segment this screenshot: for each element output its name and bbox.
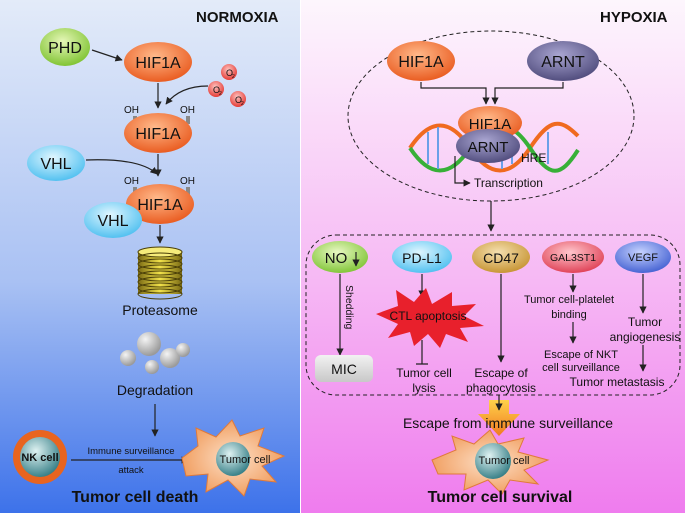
normoxia-title: NORMOXIA <box>196 9 279 26</box>
o2-sub: 2 <box>241 101 244 107</box>
hif1a-node-hypoxia <box>387 41 455 81</box>
proteasome-label: Proteasome <box>122 302 198 318</box>
oh-label-4: OH <box>180 176 195 187</box>
angiogenesis-line2: angiogenesis <box>610 330 681 344</box>
phd-arrow <box>91 49 123 62</box>
target-genes-box <box>305 234 681 396</box>
arnt-node-dna <box>456 129 520 163</box>
tumor-cell-label-hypoxia: Tumor cell <box>479 455 530 467</box>
transcription-arrow <box>454 156 471 187</box>
pdl1-label: PD-L1 <box>402 250 442 266</box>
hif1a-label-hypoxia: HIF1A <box>398 54 444 71</box>
pdl1-node <box>392 241 452 273</box>
o2-label: O <box>226 68 233 78</box>
arnt-to-complex-arrow <box>491 82 564 105</box>
oh-label-2: OH <box>180 105 195 116</box>
oxygen-molecule-2: O 2 <box>208 81 224 97</box>
escape-phagocytosis-line1: Escape of <box>474 366 528 380</box>
oxygen-molecule-1: O 2 <box>221 64 237 80</box>
vhl-node-1 <box>27 145 85 181</box>
ctl-inhibits-lysis <box>416 340 428 365</box>
cd47-label: CD47 <box>483 250 519 266</box>
nk-cell-icon <box>13 430 67 484</box>
degradation-label: Degradation <box>117 382 193 398</box>
mic-label: MIC <box>331 361 357 377</box>
hif1a-node-1 <box>124 42 192 82</box>
arnt-label-dna: ARNT <box>468 139 509 156</box>
o2-sub: 2 <box>219 91 222 97</box>
nk-cell-label: NK cell <box>21 452 58 464</box>
vhl-arrow <box>85 159 158 175</box>
hypoxia-title: HYPOXIA <box>600 9 668 26</box>
hif1a-to-complex-arrow <box>420 82 490 105</box>
tumor-cell-lysis-line2: lysis <box>412 381 435 395</box>
ctl-apoptosis-label: CTL apoptosis <box>390 309 467 323</box>
gal3st1-node <box>542 241 604 273</box>
tumor-cell-survival-label: Tumor cell survival <box>428 489 573 506</box>
oh-label-1: OH <box>124 105 139 116</box>
vegf-label: VEGF <box>628 252 658 264</box>
shedding-label: Shedding <box>343 285 355 330</box>
phd-label: PHD <box>48 40 82 57</box>
vegf-node <box>615 241 671 273</box>
phd-node <box>40 28 90 66</box>
o2-sub: 2 <box>232 74 235 80</box>
oh-label-3: OH <box>124 176 139 187</box>
vhl-label-2: VHL <box>97 213 128 230</box>
angiogenesis-line1: Tumor <box>628 315 662 329</box>
o2-label: O <box>235 95 242 105</box>
oh-stick-4 <box>186 187 190 195</box>
hre-label: HRE <box>521 151 546 165</box>
platelet-binding-line2: binding <box>551 309 586 321</box>
tumor-cell-label-normoxia: Tumor cell <box>220 454 271 466</box>
vhl-node-2 <box>84 202 142 238</box>
no-label: NO <box>325 250 348 267</box>
escape-immune-label: Escape from immune surveillance <box>403 415 613 431</box>
escape-phagocytosis-line2: phagocytosis <box>466 381 536 395</box>
tumor-nucleus-normoxia <box>216 442 250 476</box>
tumor-nucleus-hypoxia <box>475 443 511 479</box>
immune-attack-line1: Immune surveillance <box>87 446 174 457</box>
hif1a-node-2 <box>124 113 192 153</box>
hif1a-label-dna: HIF1A <box>469 116 512 133</box>
vhl-label-1: VHL <box>40 156 71 173</box>
escape-orange-arrow <box>478 400 520 436</box>
nucleus-boundary <box>347 30 635 202</box>
o2-label: O <box>213 85 220 95</box>
hif1a-node-3 <box>126 184 194 224</box>
arnt-node-hypoxia <box>527 41 599 81</box>
hif1a-label-2: HIF1A <box>135 126 181 143</box>
oh-stick-2 <box>186 116 190 124</box>
ctl-apoptosis-star <box>376 288 484 348</box>
proteasome-icon <box>137 246 183 300</box>
mic-box <box>315 355 373 382</box>
tumor-cell-lysis-line1: Tumor cell <box>396 366 452 380</box>
degradation-icon <box>120 332 190 374</box>
arnt-label-hypoxia: ARNT <box>541 54 585 71</box>
tumor-cell-death-label: Tumor cell death <box>72 489 199 506</box>
oxygen-arrow <box>165 85 209 105</box>
transcription-label: Transcription <box>474 176 543 190</box>
hif1a-label-1: HIF1A <box>135 55 181 72</box>
immune-attack-line2: attack <box>118 465 144 476</box>
gal3st1-label: GAL3ST1 <box>550 252 596 264</box>
platelet-binding-line1: Tumor cell-platelet <box>524 294 614 306</box>
cd47-node <box>472 241 530 273</box>
hif1a-label-3: HIF1A <box>137 197 183 214</box>
tumor-metastasis-label: Tumor metastasis <box>570 375 665 389</box>
escape-nkt-line2: cell surveillance <box>542 362 620 374</box>
escape-nkt-line1: Escape of NKT <box>544 349 618 361</box>
oxygen-molecule-3: O 2 <box>230 91 246 107</box>
